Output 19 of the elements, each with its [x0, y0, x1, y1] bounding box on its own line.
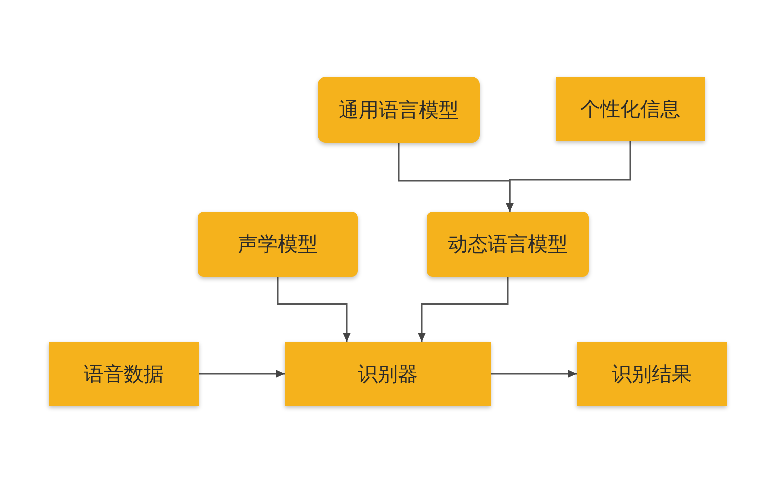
- box-label: 语音数据: [84, 360, 164, 388]
- process-box: [49, 342, 199, 406]
- box-label: 个性化信息: [580, 96, 680, 122]
- process-box: [556, 77, 705, 141]
- box-label: 声学模型: [238, 231, 318, 258]
- arrow: [277, 277, 351, 342]
- process-box: [318, 77, 480, 143]
- box-label: 动态语言模型: [448, 231, 568, 258]
- arrow: [491, 370, 577, 378]
- arrow: [199, 370, 285, 378]
- arrow: [418, 277, 509, 342]
- box-label: 识别器: [358, 360, 418, 388]
- process-box: [577, 342, 727, 406]
- process-box: [427, 212, 589, 277]
- box-label: 识别结果: [612, 360, 692, 388]
- arrow: [506, 141, 632, 212]
- process-box: [285, 342, 491, 406]
- process-box: [198, 212, 358, 277]
- box-label: 通用语言模型: [339, 96, 459, 124]
